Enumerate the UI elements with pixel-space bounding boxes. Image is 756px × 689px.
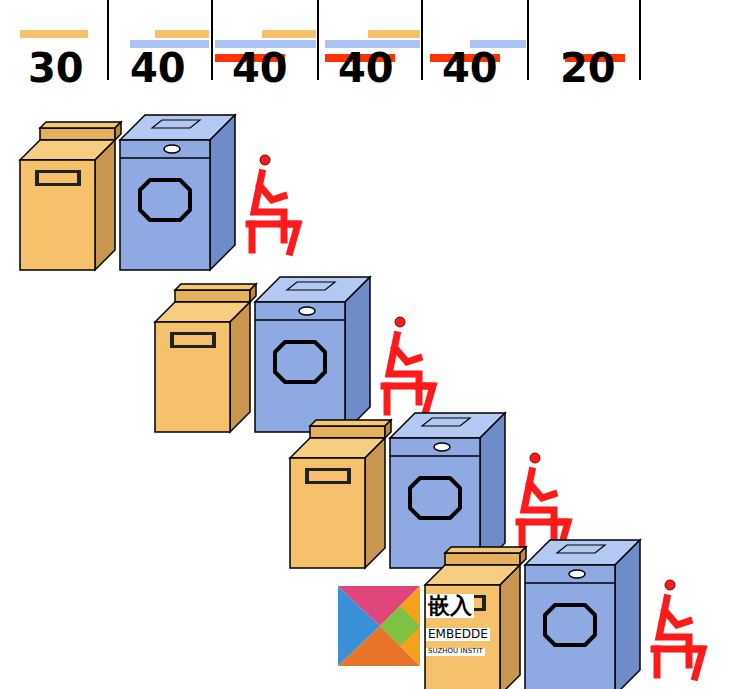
time-value: 40 bbox=[130, 46, 186, 90]
time-value: 40 bbox=[232, 46, 288, 90]
time-value: 30 bbox=[28, 46, 84, 90]
logo-text: EMBEDDE bbox=[426, 628, 490, 641]
time-value: 40 bbox=[338, 46, 394, 90]
logo-text: 嵌入 bbox=[426, 594, 474, 618]
time-value: 40 bbox=[442, 46, 498, 90]
logo-text: SUZHOU INSTIT bbox=[426, 648, 485, 656]
time-value: 20 bbox=[560, 46, 616, 90]
